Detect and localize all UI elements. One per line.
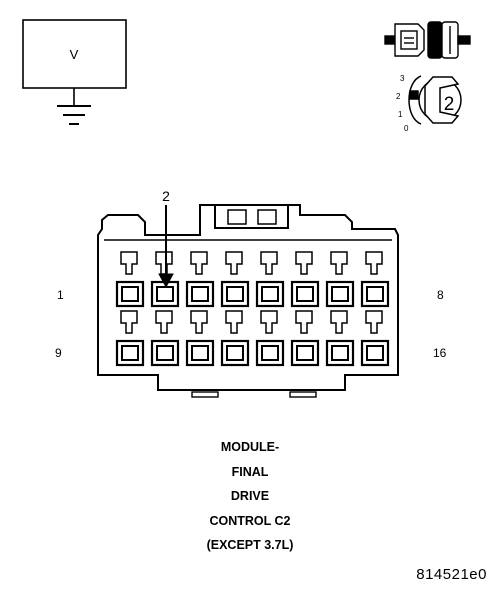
- pin-terminal-8: [366, 286, 384, 302]
- pin-grid: [115, 251, 390, 367]
- pin-latch-3: [190, 251, 208, 275]
- key-position-3: 3: [400, 74, 405, 83]
- ignition-key-icon: [408, 75, 462, 125]
- key-position-2: 2: [396, 92, 401, 101]
- pin-terminal-5: [261, 286, 279, 302]
- key-number: 2: [444, 94, 455, 115]
- pin-latch-11: [190, 310, 208, 334]
- caption-line-3: DRIVE: [230, 489, 270, 503]
- pin-latch-6: [295, 251, 313, 275]
- pin-terminal-7: [331, 286, 349, 302]
- pin-latch-5: [260, 251, 278, 275]
- pin-latch-7: [330, 251, 348, 275]
- key-position-1: 1: [398, 110, 403, 119]
- plug-icon: [384, 21, 471, 59]
- pin-latch-9: [120, 310, 138, 334]
- pin-latch-10: [155, 310, 173, 334]
- pin-latch-15: [330, 310, 348, 334]
- pin-label-8: 8: [437, 288, 444, 302]
- probe-arrow: [158, 205, 174, 289]
- pin-latch-14: [295, 310, 313, 334]
- caption-line-4: CONTROL C2: [209, 514, 291, 528]
- pin-latch-12: [225, 310, 243, 334]
- pin-terminal-12: [226, 345, 244, 361]
- pin-terminal-13: [261, 345, 279, 361]
- pin-terminal-9: [121, 345, 139, 361]
- pin-terminal-6: [296, 286, 314, 302]
- pin-terminal-14: [296, 345, 314, 361]
- pin-terminal-15: [331, 345, 349, 361]
- pin-terminal-16: [366, 345, 384, 361]
- voltmeter-symbol: [22, 19, 127, 125]
- pin-terminal-2: [156, 286, 174, 302]
- caption-line-1: MODULE-: [220, 440, 280, 454]
- caption-line-2: FINAL: [231, 465, 269, 479]
- pin-latch-1: [120, 251, 138, 275]
- pin-latch-4: [225, 251, 243, 275]
- caption-line-5: (EXCEPT 3.7L): [206, 538, 294, 552]
- pin-label-16: 16: [433, 346, 447, 360]
- pin-terminal-4: [226, 286, 244, 302]
- pin-terminal-3: [191, 286, 209, 302]
- probe-pin-label: 2: [162, 188, 170, 204]
- pin-latch-13: [260, 310, 278, 334]
- pin-label-9: 9: [55, 346, 62, 360]
- pin-terminal-11: [191, 345, 209, 361]
- pin-terminal-1: [121, 286, 139, 302]
- voltmeter-label: V: [70, 47, 79, 62]
- pin-latch-16: [365, 310, 383, 334]
- key-position-0: 0: [404, 124, 409, 133]
- pin-latch-8: [365, 251, 383, 275]
- pin-label-1: 1: [57, 288, 64, 302]
- pin-terminal-10: [156, 345, 174, 361]
- figure-id: 814521e0: [416, 566, 487, 583]
